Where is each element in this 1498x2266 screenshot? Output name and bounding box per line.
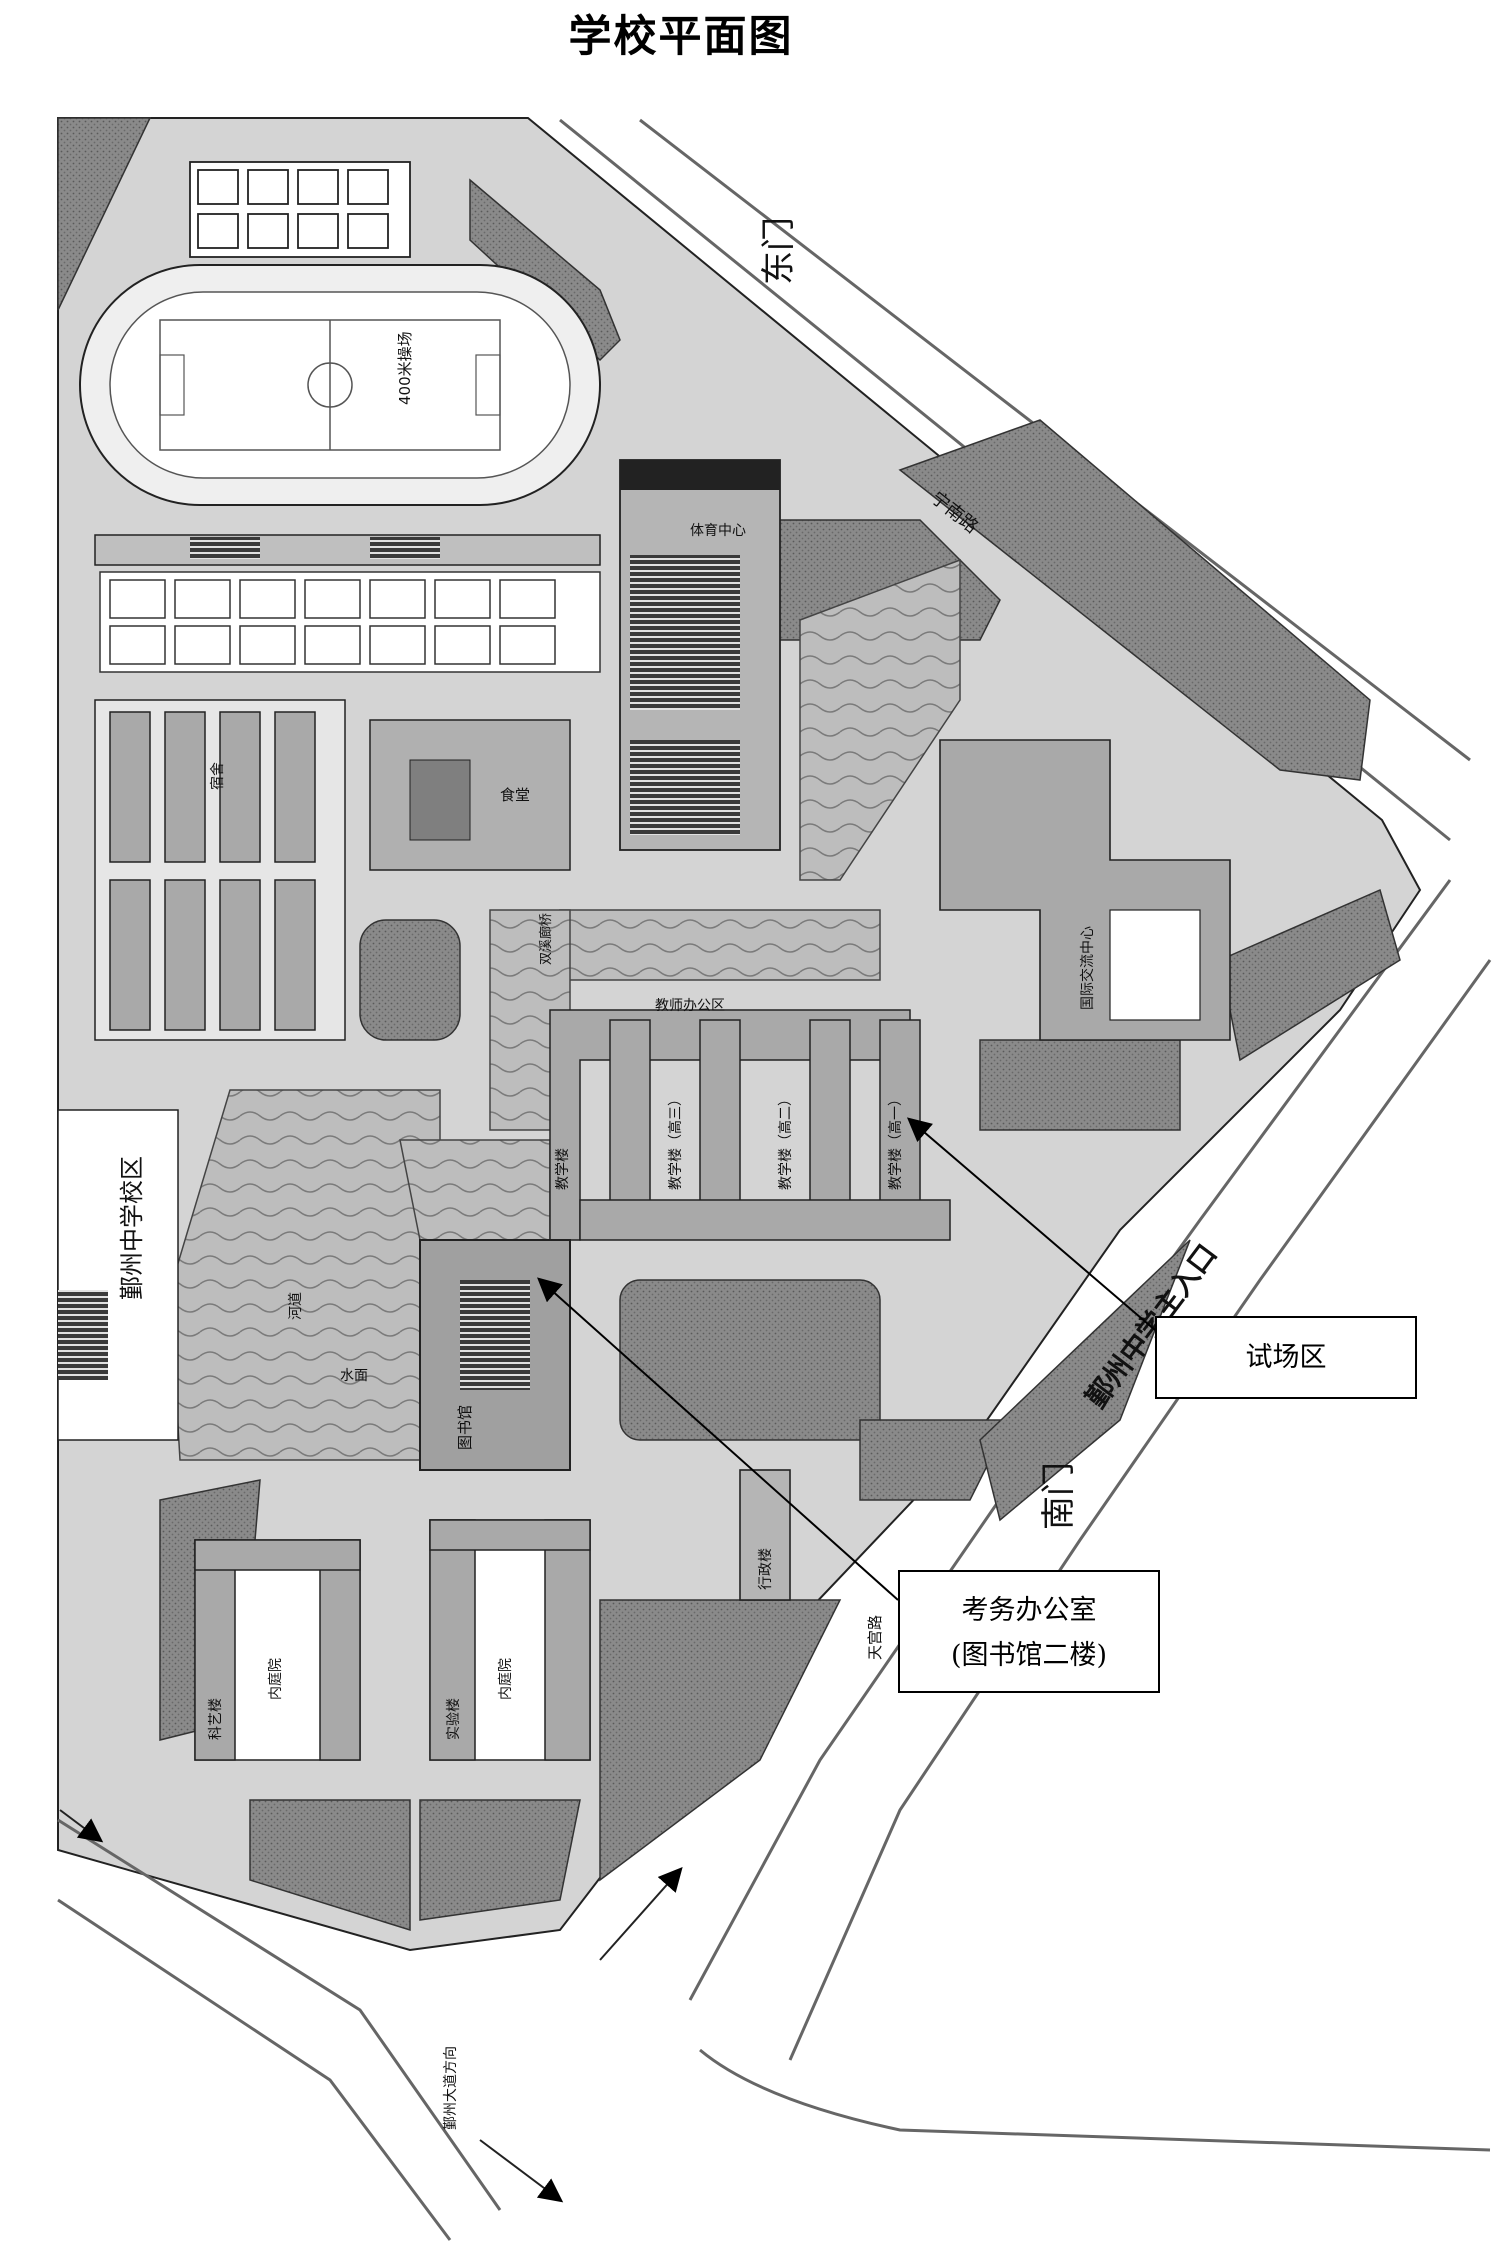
library-label: 图书馆	[456, 1405, 474, 1450]
track-label: 400米操场	[396, 331, 414, 405]
exam-area-callout: 试场区	[1155, 1316, 1417, 1399]
intl-center-label: 国际交流中心	[1079, 926, 1096, 1010]
east-gate-label: 东门	[759, 217, 799, 285]
neighbor-school-label: 鄞州中学校区	[118, 1156, 146, 1300]
art-lab-buildings[interactable]	[194, 1519, 591, 1761]
office-area-label: 教师办公区	[655, 998, 725, 1014]
exam-office-callout: 考务办公室 (图书馆二楼)	[898, 1570, 1160, 1693]
library[interactable]: 图书馆	[419, 1239, 571, 1471]
courtyard-label-1: 内庭院	[267, 1658, 284, 1700]
lab-bldg-label: 实验楼	[446, 1698, 462, 1740]
art-bldg-label: 科艺楼	[208, 1698, 224, 1740]
teaching-bldg-main-label: 教学楼	[555, 1148, 571, 1190]
exam-office-label: 考务办公室	[961, 1595, 1097, 1626]
dormitory-block[interactable]: 宿舍	[94, 699, 346, 1041]
canteen-label: 食堂	[500, 786, 530, 804]
bridge-label: 双溪廊桥	[538, 913, 554, 965]
river	[169, 558, 961, 1461]
admin-building[interactable]: 行政楼	[739, 1469, 791, 1601]
admin-bldg-label: 行政楼	[758, 1548, 774, 1590]
avenue-label: 鄞州大道方向	[443, 2046, 459, 2130]
intl-exchange-center[interactable]: 国际交流中心	[939, 739, 1231, 1041]
exam-office-location: (图书馆二楼)	[950, 1640, 1108, 1671]
teaching-bldg-2-label: 教学楼（高二）	[777, 1092, 794, 1190]
sports-center[interactable]: 体育中心	[619, 459, 781, 851]
sports-center-label: 体育中心	[690, 523, 746, 539]
basketball-courts[interactable]	[99, 571, 601, 673]
tennis-courts[interactable]	[189, 161, 411, 258]
water-label: 水面	[340, 1368, 368, 1384]
dorm-label: 宿舍	[209, 762, 226, 790]
teaching-bldg-1-label: 教学楼（高一）	[887, 1092, 904, 1190]
road-direction-arrows	[59, 1809, 683, 2203]
green-areas	[57, 117, 1401, 1932]
south-gate-label: 南门	[1039, 1462, 1079, 1530]
teaching-bldg-3-label: 教学楼（高三）	[667, 1092, 684, 1190]
callout-leaders	[537, 1117, 1156, 1601]
canteen[interactable]: 食堂	[369, 719, 571, 871]
teaching-buildings[interactable]	[549, 1009, 951, 1241]
athletic-track[interactable]: 400米操场	[79, 264, 601, 506]
grandstand	[94, 534, 601, 566]
neighbor-school: 鄞州中学校区	[57, 1109, 179, 1441]
exam-area-label: 试场区	[1245, 1342, 1327, 1373]
river-label: 河道	[288, 1292, 304, 1320]
page-title: 学校平面图	[568, 12, 794, 62]
courtyard-label-2: 内庭院	[497, 1658, 514, 1700]
tianguan-label: 天宫路	[866, 1615, 884, 1660]
